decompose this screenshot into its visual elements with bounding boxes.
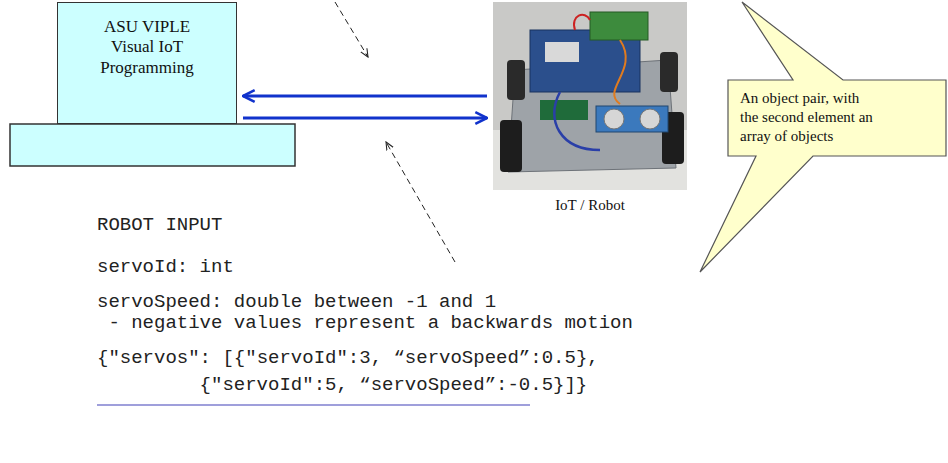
callout-outline [700,2,946,272]
pointer-line [386,142,455,262]
robot-chip [545,42,579,62]
robot-wire [554,92,600,150]
underline [97,404,530,406]
code-text: {"servoId":5, “servoSpeed”:-0.5}]} [97,374,587,396]
device-photo: IoT / Robot [493,2,687,218]
pointer-line [335,2,368,57]
code-text: ROBOT INPUT [97,214,222,236]
robot-wire [574,15,590,30]
robot-photo [493,2,687,190]
robot-shield [590,12,648,40]
robot-wire [614,40,626,104]
node-text: ASU VIPLE Visual IoT Programming [94,17,200,78]
process-box: ASU VIPLE Visual IoT Programming [57,2,237,124]
ultrasonic-sensor [596,106,668,132]
data-arrow [243,95,487,98]
code-text: {"servos": [{"servoId":3, “servoSpeed”:0… [97,347,599,369]
robot-wheel [507,60,525,100]
sensor-eye [604,109,624,129]
sensor-eye [640,109,660,129]
photo-background [493,2,687,190]
data-arrow [243,117,487,120]
monitor-base [10,124,295,166]
code-text: servoId: int [97,256,234,278]
node-text: IoT / Robot [552,196,628,214]
callout-bubble: An object pair, with the second element … [728,80,946,156]
code-text: servoSpeed: double between -1 and 1 [97,291,496,313]
robot-wheel [660,52,678,92]
robot-battery [540,100,588,120]
node-text: An object pair, with the second element … [740,89,880,145]
robot-wheel [500,120,522,172]
code-text: - negative values represent a backwards … [97,312,633,334]
